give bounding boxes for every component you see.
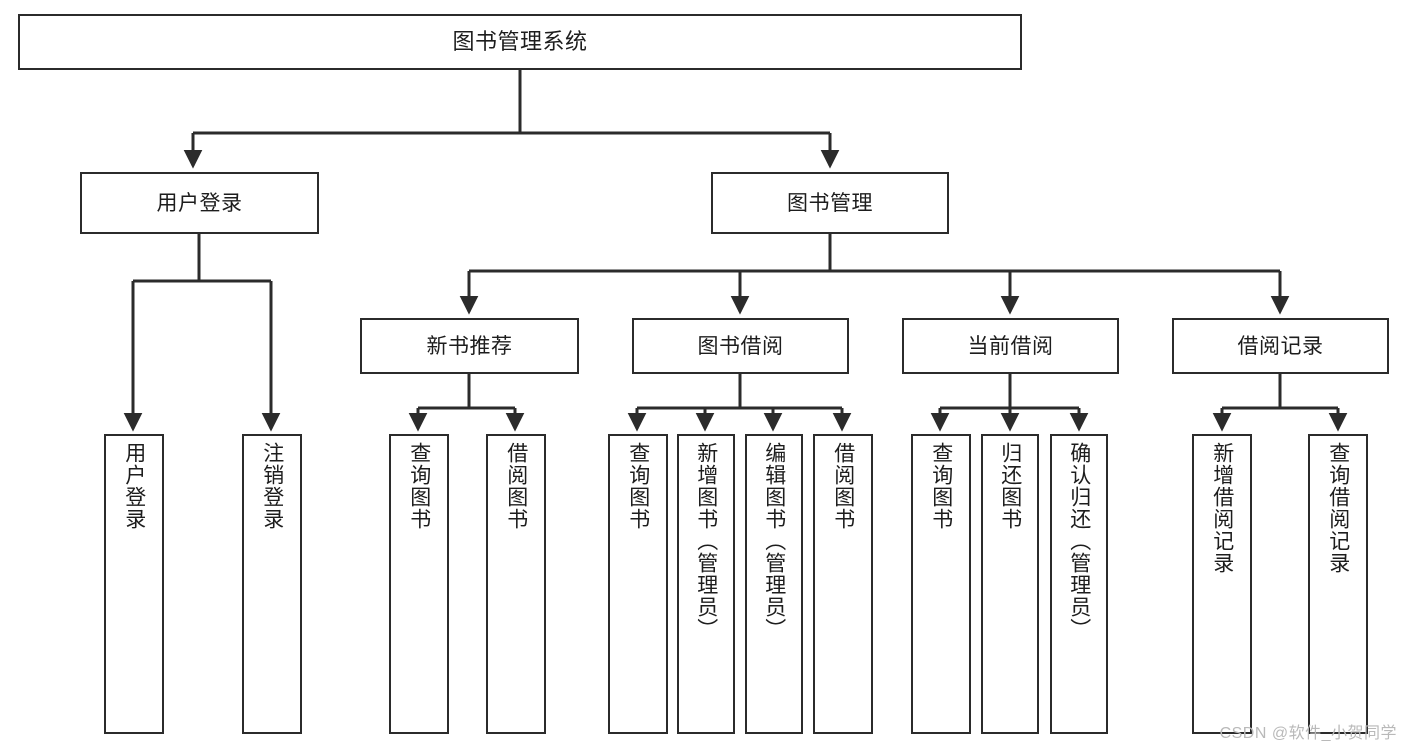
leaf-borrow-query-book[interactable]: 查询图书 — [608, 434, 668, 734]
node-label: 借阅图书 — [831, 442, 855, 530]
node-label: 用户登录 — [156, 191, 243, 215]
node-user-login[interactable]: 用户登录 — [80, 172, 319, 234]
node-current-borrow[interactable]: 当前借阅 — [902, 318, 1119, 374]
node-root-book-management-system[interactable]: 图书管理系统 — [18, 14, 1022, 70]
node-label: 当前借阅 — [967, 334, 1054, 358]
node-label: 新增图书（管理员） — [694, 442, 718, 640]
node-label: 图书管理 — [787, 191, 873, 215]
leaf-borrow-borrow-book[interactable]: 借阅图书 — [813, 434, 873, 734]
node-label: 借阅图书 — [504, 442, 528, 530]
leaf-new-book-query-book[interactable]: 查询图书 — [389, 434, 449, 734]
node-new-book-recommend[interactable]: 新书推荐 — [360, 318, 579, 374]
node-borrow-record[interactable]: 借阅记录 — [1172, 318, 1389, 374]
leaf-borrow-add-book-admin[interactable]: 新增图书（管理员） — [677, 434, 735, 734]
leaf-record-add-borrow-record[interactable]: 新增借阅记录 — [1192, 434, 1252, 734]
leaf-current-return-book[interactable]: 归还图书 — [981, 434, 1039, 734]
node-label: 查询图书 — [929, 442, 953, 530]
node-book-borrow[interactable]: 图书借阅 — [632, 318, 849, 374]
leaf-record-query-borrow-record[interactable]: 查询借阅记录 — [1308, 434, 1368, 734]
node-label: 新书推荐 — [426, 334, 513, 358]
node-label: 图书管理系统 — [452, 29, 588, 54]
node-book-management[interactable]: 图书管理 — [711, 172, 949, 234]
node-label: 查询借阅记录 — [1326, 442, 1350, 574]
node-label: 用户登录 — [122, 442, 146, 530]
leaf-user-login[interactable]: 用户登录 — [104, 434, 164, 734]
node-label: 借阅记录 — [1237, 334, 1324, 358]
leaf-current-confirm-return-admin[interactable]: 确认归还（管理员） — [1050, 434, 1108, 734]
leaf-logout-login[interactable]: 注销登录 — [242, 434, 302, 734]
node-label: 注销登录 — [260, 442, 284, 530]
node-label: 新增借阅记录 — [1210, 442, 1234, 574]
leaf-borrow-edit-book-admin[interactable]: 编辑图书（管理员） — [745, 434, 803, 734]
node-label: 编辑图书（管理员） — [762, 442, 786, 640]
leaf-new-book-borrow-book[interactable]: 借阅图书 — [486, 434, 546, 734]
node-label: 确认归还（管理员） — [1067, 442, 1091, 640]
watermark: CSDN @软件_小贺同学 — [1219, 725, 1397, 742]
node-label: 查询图书 — [626, 442, 650, 530]
node-label: 查询图书 — [407, 442, 431, 530]
leaf-current-query-book[interactable]: 查询图书 — [911, 434, 971, 734]
node-label: 归还图书 — [998, 442, 1022, 530]
node-label: 图书借阅 — [697, 334, 784, 358]
